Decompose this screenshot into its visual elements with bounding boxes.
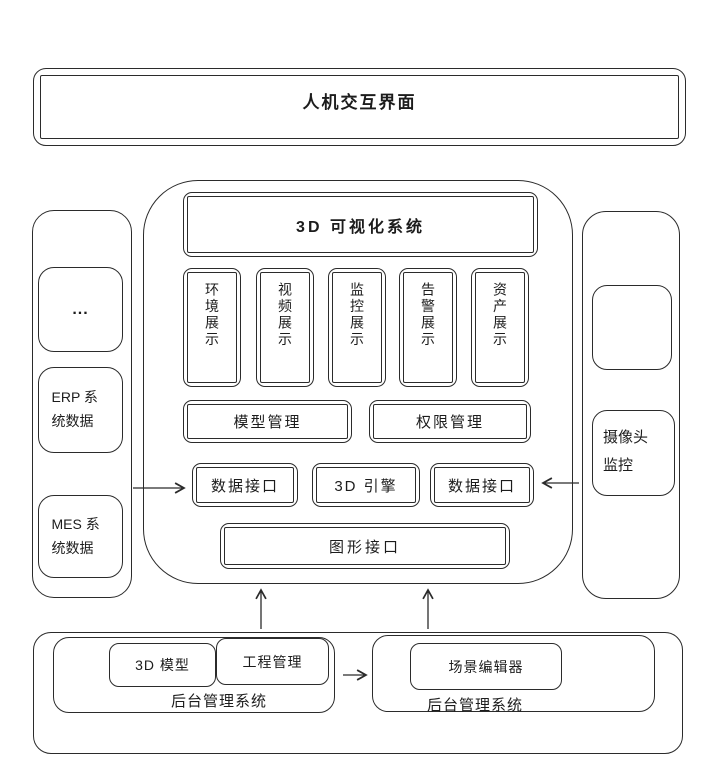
graphics-interface-label: 图形接口 (328, 538, 401, 556)
module-alarm-display-label: 告警展示 (420, 282, 436, 348)
module-monitor-display-label: 监控展示 (349, 282, 365, 348)
project-management-label: 工程管理 (242, 653, 303, 670)
module-video-display-label: 视频展示 (277, 282, 293, 348)
viz-system-title: 3D 可视化系统 (296, 218, 425, 236)
engine-3d-box: 3D 引擎 (312, 463, 420, 507)
permission-management-label: 权限管理 (415, 414, 484, 431)
model-3d-label: 3D 模型 (135, 657, 190, 673)
project-management-box: 工程管理 (216, 638, 329, 685)
module-alarm-display: 告警展示 (399, 268, 457, 387)
graphics-interface-box: 图形接口 (220, 523, 510, 569)
hmi-banner: 人机交互界面 (33, 68, 686, 146)
scene-editor-box: 场景编辑器 (410, 643, 562, 690)
model-3d-box: 3D 模型 (109, 643, 216, 687)
mes-data-label: MES 系统数据 (51, 515, 100, 556)
module-asset-display-label: 资产展示 (492, 282, 508, 348)
data-interface-right-label: 数据接口 (447, 477, 516, 495)
erp-data-label: ERP 系统数据 (51, 389, 98, 429)
data-interface-right-box: 数据接口 (430, 463, 534, 507)
backend-right-label: 后台管理系统 (426, 697, 523, 714)
hmi-banner-label: 人机交互界面 (302, 92, 417, 112)
module-env-display-label: 环境展示 (204, 282, 220, 348)
engine-3d-label: 3D 引擎 (334, 477, 398, 495)
mes-data-box: MES 系统数据 (38, 495, 123, 578)
camera-monitor-label: 摄像头监控 (603, 429, 649, 474)
permission-management-box: 权限管理 (369, 400, 531, 443)
model-management-label: 模型管理 (233, 414, 302, 431)
right-camera-panel (582, 211, 680, 599)
viz-system-title-box: 3D 可视化系统 (183, 192, 538, 257)
more-sources-box: ... (38, 267, 123, 352)
data-interface-left-label: 数据接口 (210, 477, 279, 495)
backend-left-label: 后台管理系统 (170, 693, 267, 710)
module-env-display: 环境展示 (183, 268, 241, 387)
more-sources-label: ... (72, 300, 89, 318)
erp-data-box: ERP 系统数据 (38, 367, 123, 453)
hmi-banner-inner: 人机交互界面 (40, 75, 679, 139)
module-monitor-display: 监控展示 (328, 268, 386, 387)
scene-editor-label: 场景编辑器 (448, 658, 524, 675)
model-management-box: 模型管理 (183, 400, 352, 443)
data-interface-left-box: 数据接口 (192, 463, 298, 507)
camera-monitor-box: 摄像头监控 (592, 410, 675, 496)
module-video-display: 视频展示 (256, 268, 314, 387)
camera-placeholder-box (592, 285, 672, 370)
module-asset-display: 资产展示 (471, 268, 529, 387)
